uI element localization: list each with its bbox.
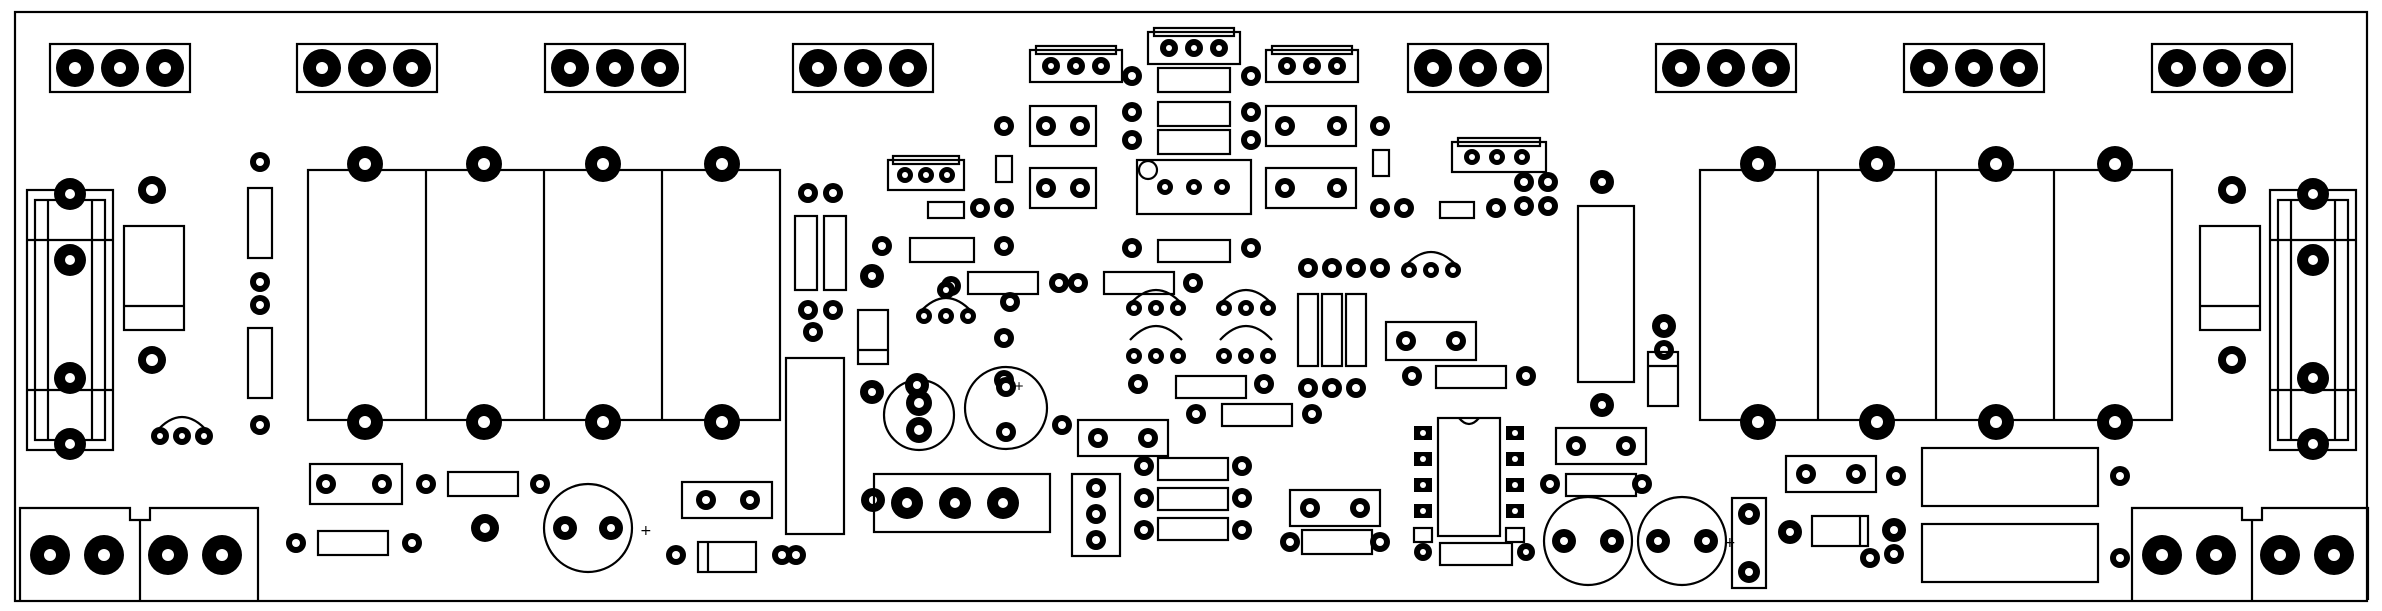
transistor-header — [1902, 42, 2046, 94]
transistor-header — [48, 42, 192, 94]
opamp-ic — [1436, 416, 1502, 538]
transistor-header — [1654, 42, 1798, 94]
cap-left-polarity: + — [640, 523, 652, 539]
transistor-header — [543, 42, 687, 94]
transistor-header — [1406, 42, 1550, 94]
fuse-holder-right — [2268, 178, 2358, 460]
small-header — [1450, 136, 1548, 174]
small-header — [1146, 26, 1242, 66]
resistor-bank-right — [1698, 146, 2174, 440]
terminal-block-left — [18, 506, 260, 600]
board-outline — [13, 10, 2369, 603]
small-header — [886, 154, 966, 192]
small-header — [1028, 44, 1124, 84]
left-side-parts — [122, 152, 634, 574]
small-header — [1264, 44, 1360, 84]
right-side-parts — [1778, 176, 2262, 584]
transistor-header — [295, 42, 439, 94]
center-parts — [882, 66, 1390, 558]
driver-transistor-headers — [886, 26, 1548, 192]
cap-right-polarity: + — [1724, 535, 1736, 551]
transistor-header — [2150, 42, 2294, 94]
resistor-bank-left — [306, 146, 782, 440]
terminal-block-right — [2130, 506, 2370, 600]
fuse-holder-left — [25, 178, 115, 460]
cap-center-polarity: + — [1014, 379, 1024, 393]
center-right-parts — [1296, 116, 1768, 590]
center-left-parts — [666, 183, 1052, 574]
transistor-header — [791, 42, 935, 94]
top-transistor-headers — [48, 42, 2294, 94]
